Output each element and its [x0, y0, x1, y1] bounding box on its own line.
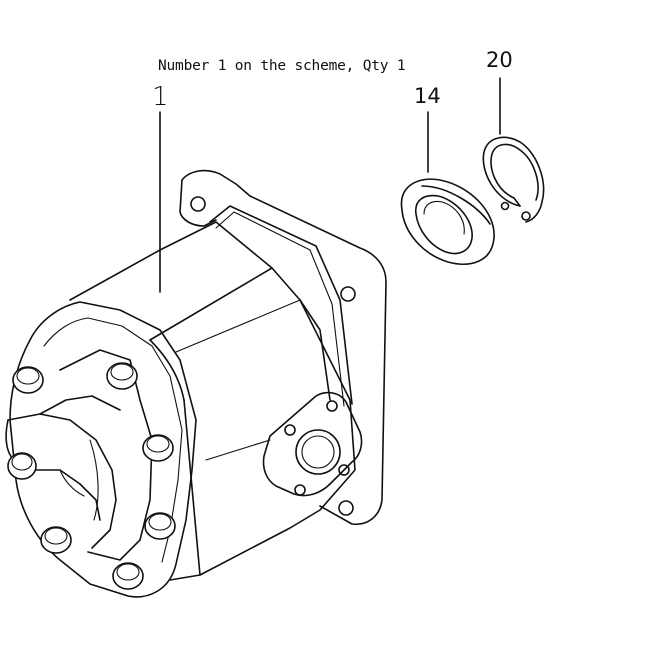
leader-lines	[159, 77, 501, 293]
hydraulic-pump-part-1	[5, 169, 387, 598]
oil-seal-part-14	[400, 178, 495, 265]
cover-bolts	[7, 362, 176, 590]
callout-number-20: 20	[486, 48, 513, 72]
callout-number-1: 1	[152, 82, 169, 112]
snap-ring-part-20	[482, 136, 545, 223]
callout-number-14: 14	[414, 84, 441, 108]
part-caption: Number 1 on the scheme, Qty 1	[158, 58, 406, 74]
